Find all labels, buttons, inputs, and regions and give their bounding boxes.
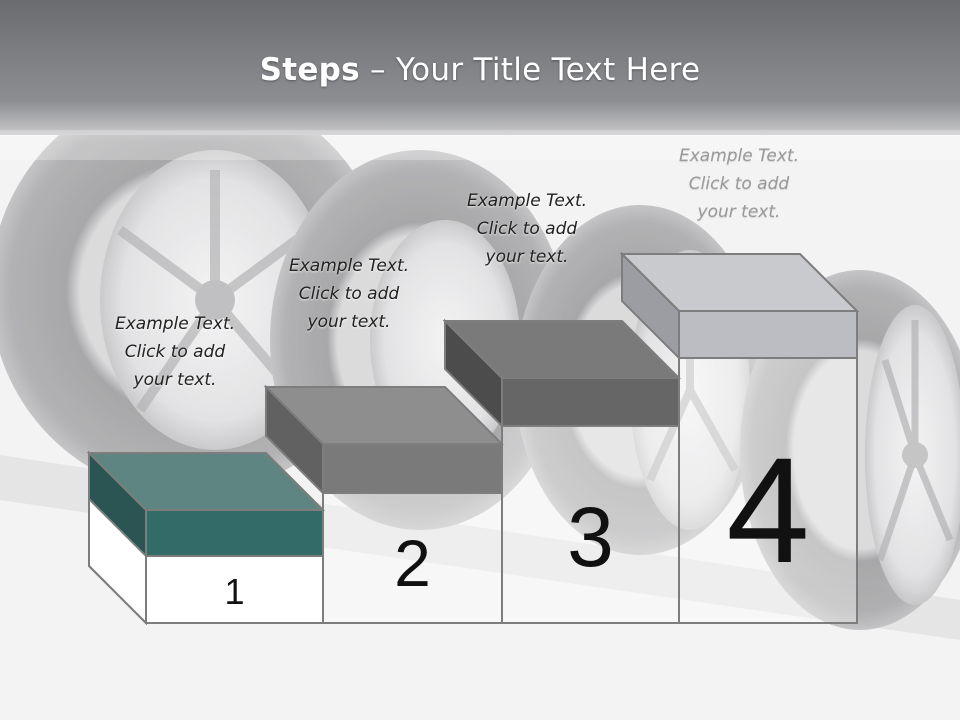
step-2[interactable]: 2 [263, 384, 505, 624]
step-3-caption[interactable]: Example Text. Click to add your text. [442, 187, 612, 271]
caption-line: Click to add [688, 174, 790, 194]
step-4-column [678, 357, 858, 624]
step-1-number: 1 [224, 571, 244, 612]
caption-line: Example Text. [114, 314, 236, 334]
caption-line: Click to add [476, 219, 578, 239]
caption-line: Example Text. [678, 146, 800, 166]
step-4[interactable]: 4 [619, 251, 860, 624]
step-4-number: 4 [726, 426, 809, 594]
step-3-number: 3 [567, 490, 614, 584]
step-3-column [501, 425, 680, 624]
caption-line: Click to add [298, 284, 400, 304]
step-2-caption[interactable]: Example Text. Click to add your text. [264, 252, 434, 336]
title-bold: Steps [259, 52, 360, 88]
caption-line: Click to add [124, 342, 226, 362]
step-2-block-front [322, 443, 503, 494]
caption-line: your text. [133, 370, 217, 390]
caption-line: your text. [697, 202, 781, 222]
caption-line: your text. [485, 247, 569, 267]
step-2-number: 2 [394, 526, 431, 600]
caption-line: Example Text. [466, 191, 588, 211]
step-3[interactable]: 3 [442, 318, 682, 624]
step-4-caption[interactable]: Example Text. Click to add your text. [654, 142, 824, 226]
step-1[interactable]: 1 [86, 450, 326, 624]
step-1-block-front [145, 509, 324, 557]
step-4-block-front [678, 310, 858, 359]
title-bar [0, 0, 960, 135]
step-1-caption[interactable]: Example Text. Click to add your text. [90, 310, 260, 394]
step-3-block-front [501, 377, 680, 427]
caption-line: Example Text. [288, 256, 410, 276]
caption-line: your text. [307, 312, 391, 332]
slide-title[interactable]: Steps – Your Title Text Here [0, 52, 960, 88]
base-diagonal [88, 565, 147, 624]
step-1-column [145, 555, 324, 624]
title-rest: – Your Title Text Here [359, 52, 701, 88]
